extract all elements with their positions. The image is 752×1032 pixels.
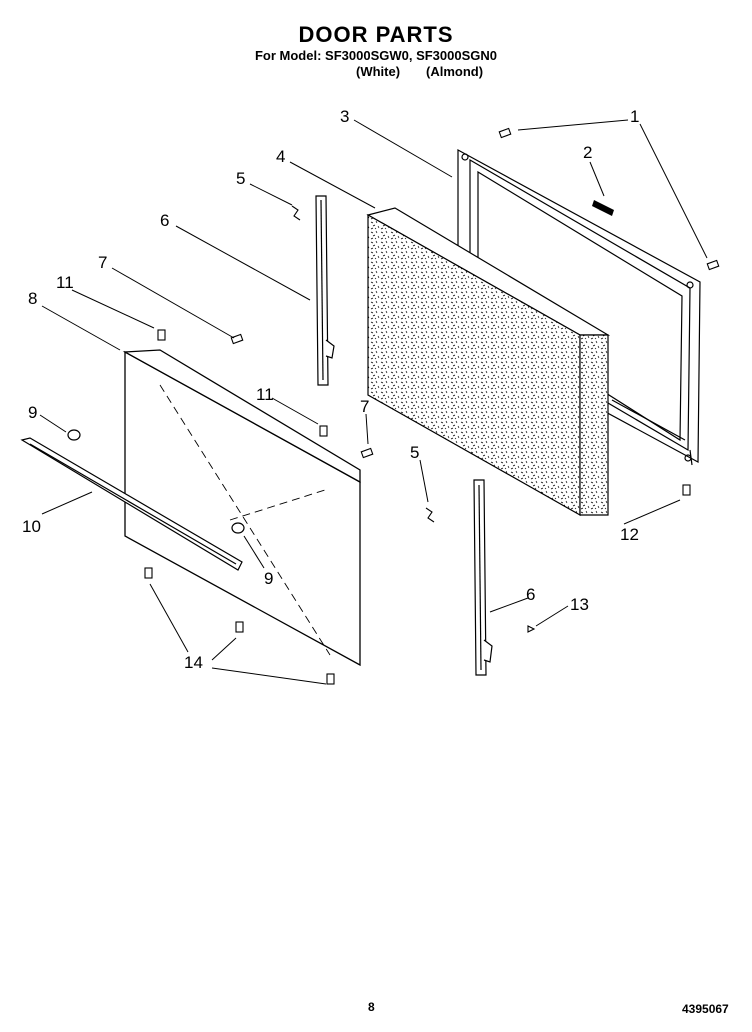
page-number: 8 <box>368 1000 375 1014</box>
callout-12: 12 <box>620 525 639 544</box>
screws <box>144 127 720 685</box>
callout-10: 10 <box>22 517 41 536</box>
page-title: DOOR PARTS <box>298 22 454 47</box>
callout-14: 14 <box>184 653 203 672</box>
callout-2: 2 <box>583 143 592 162</box>
callout-7-lower: 7 <box>360 397 369 416</box>
callout-numbers: 1 2 3 4 5 6 7 8 9 10 11 11 7 5 12 6 13 9… <box>22 107 639 672</box>
clips <box>291 205 536 633</box>
outer-door-panel <box>122 349 361 667</box>
callout-13: 13 <box>570 595 589 614</box>
door-channel-lower <box>473 479 493 676</box>
variant-almond: (Almond) <box>426 64 484 79</box>
callout-11-lower: 11 <box>256 385 274 404</box>
callout-7-upper: 7 <box>98 253 107 272</box>
door-channel-upper <box>315 195 335 386</box>
callout-6-upper: 6 <box>160 211 169 230</box>
callout-6-lower: 6 <box>526 585 535 604</box>
callout-1: 1 <box>630 107 639 126</box>
callout-4: 4 <box>276 147 285 166</box>
callout-9-right: 9 <box>264 569 273 588</box>
leader-lines <box>39 119 708 685</box>
callout-5-upper: 5 <box>236 169 245 188</box>
callout-5-lower: 5 <box>410 443 419 462</box>
warning-label <box>592 200 614 216</box>
model-subtitle: For Model: SF3000SGW0, SF3000SGN0 <box>254 48 498 63</box>
callout-11-upper: 11 <box>56 273 74 292</box>
callout-8: 8 <box>28 289 37 308</box>
spacers <box>67 429 245 534</box>
variant-white: (White) <box>356 64 401 79</box>
callout-3: 3 <box>340 107 349 126</box>
door-trim <box>20 437 243 571</box>
callout-9-left: 9 <box>28 403 37 422</box>
document-number: 4395067 <box>682 1002 729 1016</box>
door-insulation <box>366 207 611 517</box>
